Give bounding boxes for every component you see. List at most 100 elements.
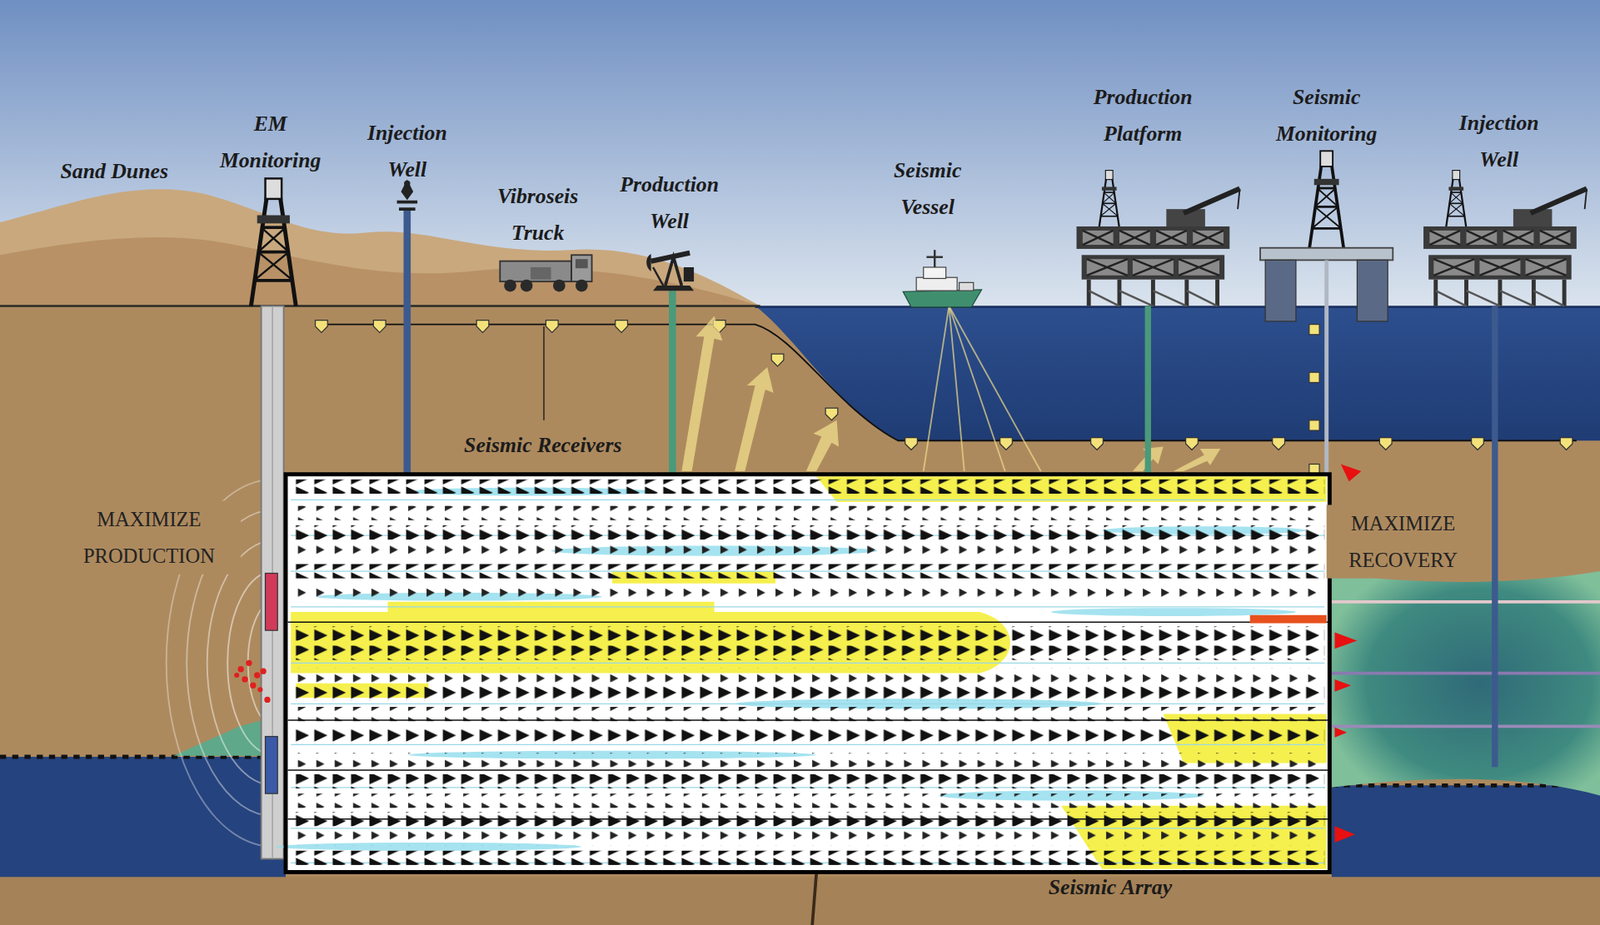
reservoir	[1331, 672, 1600, 676]
receiver-cable	[543, 326, 544, 421]
seismic-section	[290, 646, 1325, 661]
seismic-section	[1250, 615, 1327, 624]
seismic-monitoring-platform	[1309, 150, 1344, 248]
vibroseis-truck	[575, 279, 589, 293]
ground-line	[0, 304, 761, 307]
seismic-section	[290, 774, 1325, 789]
vibroseis-truck	[503, 279, 588, 293]
sand-dunes	[0, 189, 761, 306]
sand-dunes	[0, 237, 761, 307]
receiver-cable	[545, 320, 559, 334]
seismic-monitoring-platform	[1324, 259, 1329, 474]
seismic-section	[290, 612, 1011, 674]
seismic-rays	[806, 420, 839, 472]
seismic-section	[287, 719, 1327, 721]
seismic-monitoring-platform	[1260, 150, 1393, 474]
em-monitoring-well	[254, 672, 260, 678]
aquifer-layer	[0, 877, 1600, 925]
seismic-monitoring-platform	[1260, 248, 1393, 261]
receiver-cable	[771, 353, 784, 367]
production-platform	[1145, 306, 1152, 475]
seismic-section	[290, 506, 1325, 521]
seismic-vessel	[933, 249, 936, 268]
illustration-label: Injection Well	[350, 114, 464, 188]
injection-platform	[1491, 306, 1498, 768]
receiver-cable	[315, 320, 1577, 451]
illustration-label: Injection Well	[1442, 104, 1556, 178]
illustration-label: Seismic Monitoring	[1260, 78, 1393, 152]
illustration-label: EM Monitoring	[209, 104, 332, 179]
vibroseis-truck	[499, 261, 572, 283]
receiver-cable	[476, 320, 489, 334]
em-monitoring-well	[264, 697, 270, 703]
seismic-section	[290, 563, 1325, 579]
pumpjack	[651, 253, 691, 262]
illustration-label: Seismic Vessel	[876, 152, 979, 226]
seismic-section	[1051, 608, 1296, 617]
sand-dunes	[0, 189, 761, 306]
receiver-cable	[615, 320, 629, 334]
seismic-monitoring-platform	[1356, 259, 1388, 322]
seismic-section	[290, 752, 1325, 768]
em-monitoring-well	[241, 676, 248, 683]
pumpjack	[683, 267, 694, 282]
receiver-cable	[825, 408, 838, 421]
seismic-rays	[681, 306, 1221, 472]
red-markers	[1334, 679, 1351, 693]
seismic-section	[290, 626, 1325, 641]
seismic-vessel	[902, 249, 982, 308]
reservoir	[1331, 724, 1600, 728]
em-monitoring-well	[259, 667, 266, 674]
vibroseis-truck	[499, 254, 592, 292]
seismic-section	[285, 474, 1330, 873]
seismic-monitoring-platform	[1309, 372, 1320, 383]
illustration-label: Production Well	[608, 166, 731, 240]
seismic-section	[290, 687, 1325, 702]
receiver-cable	[321, 324, 1577, 442]
vibroseis-truck	[530, 267, 552, 280]
pumpjack	[646, 254, 652, 272]
production-platform	[1076, 170, 1241, 475]
vibroseis-truck	[571, 254, 593, 282]
seismic-section	[290, 499, 1325, 863]
receiver-cable	[373, 320, 386, 334]
red-markers	[1340, 463, 1362, 482]
illustration-label: Seismic Receivers	[463, 429, 622, 461]
ground-line	[0, 305, 761, 307]
seismic-section	[290, 793, 1325, 808]
vibroseis-truck	[553, 279, 566, 293]
seismic-section	[287, 622, 1327, 819]
aquifer-layer	[0, 757, 286, 878]
seismic-rays	[948, 306, 1005, 472]
seismic-section	[287, 769, 1327, 771]
receiver-cable	[315, 320, 329, 334]
injection-platform	[1423, 170, 1587, 307]
reservoir	[1331, 600, 1600, 604]
receiver-cable	[905, 438, 918, 451]
seismic-rays	[681, 316, 723, 472]
seismic-rays	[734, 367, 774, 472]
goal-label: MAXIMIZE PRODUCTION	[57, 501, 242, 575]
em-monitoring-well	[257, 687, 263, 693]
seismic-section	[290, 729, 1325, 744]
em-monitoring-well	[234, 672, 240, 678]
seismic-section	[290, 476, 1327, 870]
seismic-monitoring-platform	[1265, 259, 1296, 322]
seismic-rays	[923, 306, 1042, 472]
injection-well	[397, 179, 419, 475]
illustration-label: Sand Dunes	[59, 153, 168, 190]
reservoir	[1331, 571, 1600, 797]
seismic-vessel	[959, 282, 974, 291]
seismic-section	[290, 851, 1325, 866]
seismic-section	[285, 474, 1330, 873]
red-markers	[1334, 633, 1357, 650]
vibroseis-truck	[503, 279, 517, 293]
illustration-label: Production Platform	[1076, 78, 1210, 152]
red-markers	[1334, 826, 1356, 843]
seismic-section	[290, 499, 1325, 863]
seismic-monitoring-platform	[1309, 324, 1320, 335]
seismic-section	[290, 584, 1325, 599]
goal-label: MAXIMIZE RECOVERY	[1326, 504, 1481, 579]
ocean	[755, 306, 1600, 442]
